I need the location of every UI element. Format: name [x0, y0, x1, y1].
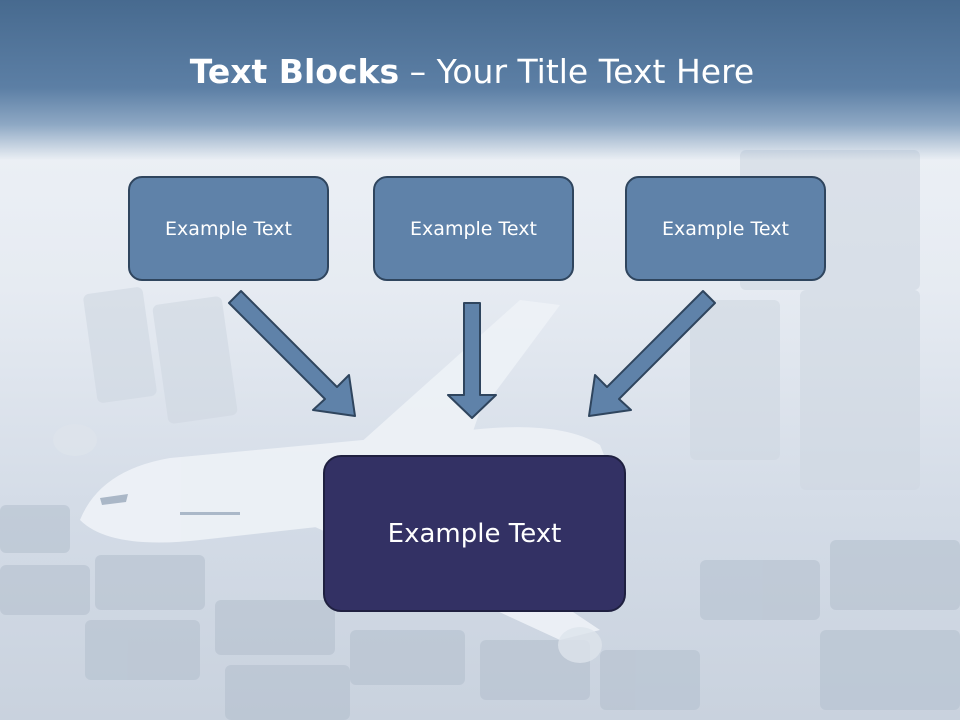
text-block-target[interactable]: Example Text — [323, 455, 626, 612]
title-rest: Your Title Text Here — [436, 52, 755, 91]
arrow-center-down — [447, 302, 497, 419]
arrow-right-to-center — [588, 290, 716, 417]
title-separator: – — [399, 52, 437, 91]
arrow-left-to-center — [228, 290, 356, 417]
text-block-left[interactable]: Example Text — [128, 176, 329, 281]
title-bold: Text Blocks — [189, 52, 400, 91]
slide-title: Text Blocks – Your Title Text Here — [0, 52, 944, 91]
text-block-center[interactable]: Example Text — [373, 176, 574, 281]
header-band — [0, 0, 960, 160]
text-block-right[interactable]: Example Text — [625, 176, 826, 281]
